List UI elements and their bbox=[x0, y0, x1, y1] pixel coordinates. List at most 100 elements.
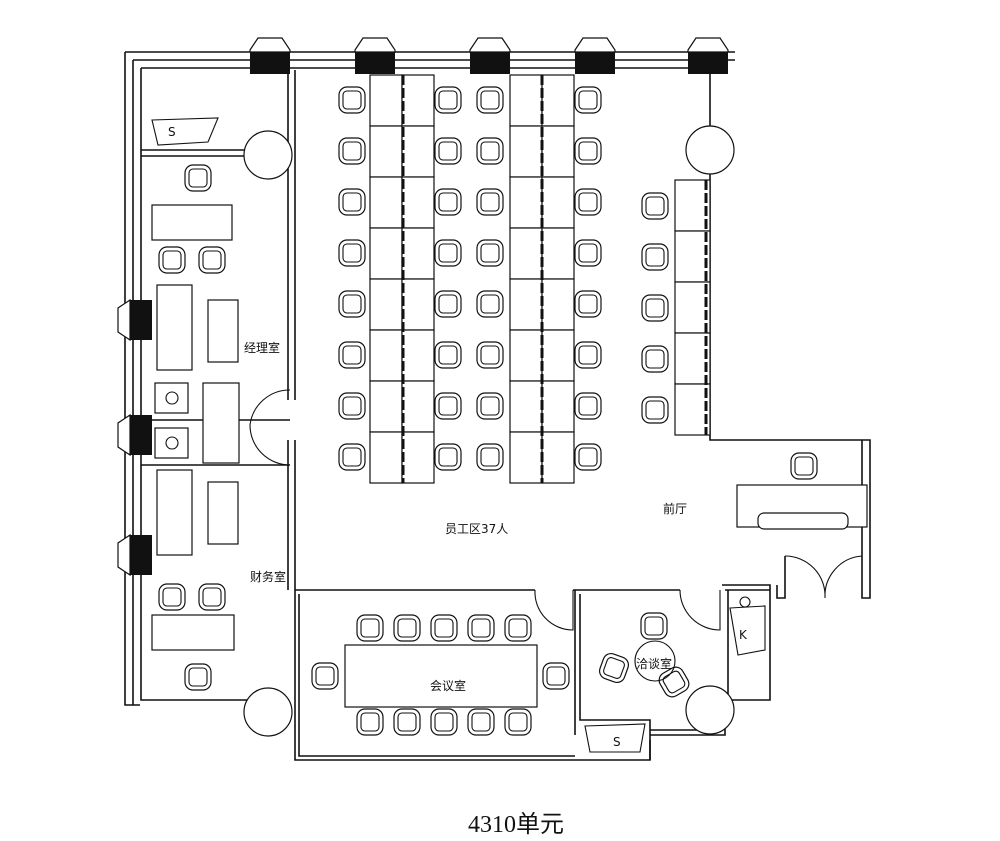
round-column bbox=[685, 125, 735, 175]
doors bbox=[249, 389, 863, 631]
chair bbox=[467, 708, 495, 736]
desk bbox=[369, 74, 403, 127]
chair bbox=[338, 392, 366, 420]
chair bbox=[504, 708, 532, 736]
chair bbox=[790, 452, 818, 480]
cabinet bbox=[202, 382, 240, 464]
desk bbox=[541, 74, 575, 127]
desk bbox=[509, 329, 543, 382]
chair bbox=[198, 246, 226, 274]
chair bbox=[184, 663, 212, 691]
chair bbox=[434, 137, 462, 165]
meeting-room-furniture bbox=[344, 644, 538, 708]
chair bbox=[338, 86, 366, 114]
chair bbox=[356, 614, 384, 642]
chairs bbox=[158, 86, 818, 736]
plant-pot bbox=[154, 382, 189, 414]
column bbox=[688, 52, 728, 74]
chair bbox=[574, 341, 602, 369]
chair bbox=[338, 239, 366, 267]
chair bbox=[641, 294, 669, 322]
finance-office-furniture bbox=[151, 469, 239, 651]
chair bbox=[356, 708, 384, 736]
chair bbox=[476, 239, 504, 267]
room-label-manager: 经理室 bbox=[244, 340, 280, 355]
safe-marker-bottom: S bbox=[613, 735, 621, 749]
column bbox=[470, 52, 510, 74]
sofa bbox=[156, 284, 193, 371]
chair bbox=[184, 164, 212, 192]
desk bbox=[369, 227, 403, 280]
safe-marker-top: S bbox=[168, 125, 176, 139]
desk bbox=[369, 431, 403, 484]
chair bbox=[434, 443, 462, 471]
unit-caption: 4310单元 bbox=[468, 811, 564, 838]
chair bbox=[311, 662, 339, 690]
chair bbox=[476, 188, 504, 216]
chair bbox=[430, 614, 458, 642]
column-cap bbox=[574, 37, 616, 53]
chair bbox=[434, 188, 462, 216]
reception-counter bbox=[757, 512, 849, 530]
chair bbox=[158, 246, 186, 274]
chair bbox=[574, 86, 602, 114]
desk bbox=[509, 431, 543, 484]
column-cap bbox=[687, 37, 729, 53]
chair bbox=[574, 443, 602, 471]
chair bbox=[598, 652, 630, 684]
room-label-finance: 财务室 bbox=[250, 569, 286, 584]
chair bbox=[434, 86, 462, 114]
safe-top-shape bbox=[151, 117, 219, 146]
safe-bottom-shape bbox=[584, 723, 646, 753]
column-cap bbox=[117, 298, 131, 342]
chair bbox=[434, 392, 462, 420]
chair bbox=[476, 341, 504, 369]
desk bbox=[401, 278, 435, 331]
desk bbox=[509, 227, 543, 280]
column bbox=[130, 415, 152, 455]
chair bbox=[574, 239, 602, 267]
coffee-table bbox=[207, 481, 239, 545]
chair bbox=[641, 192, 669, 220]
column-cap bbox=[117, 413, 131, 457]
desk bbox=[369, 329, 403, 382]
room-label-staff-area: 员工区37人 bbox=[445, 522, 508, 536]
plant-icon bbox=[165, 436, 179, 450]
desk bbox=[509, 176, 543, 229]
chair bbox=[338, 443, 366, 471]
column bbox=[130, 300, 152, 340]
outer-walls bbox=[124, 51, 871, 761]
plant-pot bbox=[154, 427, 189, 459]
round-table bbox=[634, 640, 676, 682]
desk bbox=[401, 431, 435, 484]
desk bbox=[369, 125, 403, 178]
chair bbox=[476, 137, 504, 165]
lobby-furniture bbox=[584, 484, 868, 753]
chair bbox=[434, 239, 462, 267]
finance-desk bbox=[151, 614, 235, 651]
chair bbox=[467, 614, 495, 642]
kitchen-marker: K bbox=[739, 628, 748, 642]
chair bbox=[476, 392, 504, 420]
chair bbox=[476, 443, 504, 471]
desk bbox=[401, 176, 435, 229]
sink-icon bbox=[739, 596, 751, 608]
column-cap bbox=[117, 533, 131, 577]
chair bbox=[574, 137, 602, 165]
chair bbox=[338, 341, 366, 369]
chair bbox=[504, 614, 532, 642]
desk bbox=[509, 125, 543, 178]
chair bbox=[574, 392, 602, 420]
chair bbox=[338, 188, 366, 216]
chair bbox=[641, 243, 669, 271]
chair bbox=[338, 290, 366, 318]
desk bbox=[541, 380, 575, 433]
desk bbox=[369, 176, 403, 229]
desk bbox=[401, 329, 435, 382]
desk bbox=[401, 74, 435, 127]
labels: 经理室 财务室 员工区37人 前厅 会议室 洽谈室 S S K 4310单元 bbox=[168, 125, 748, 838]
chair bbox=[640, 612, 668, 640]
structural-columns bbox=[117, 37, 729, 577]
